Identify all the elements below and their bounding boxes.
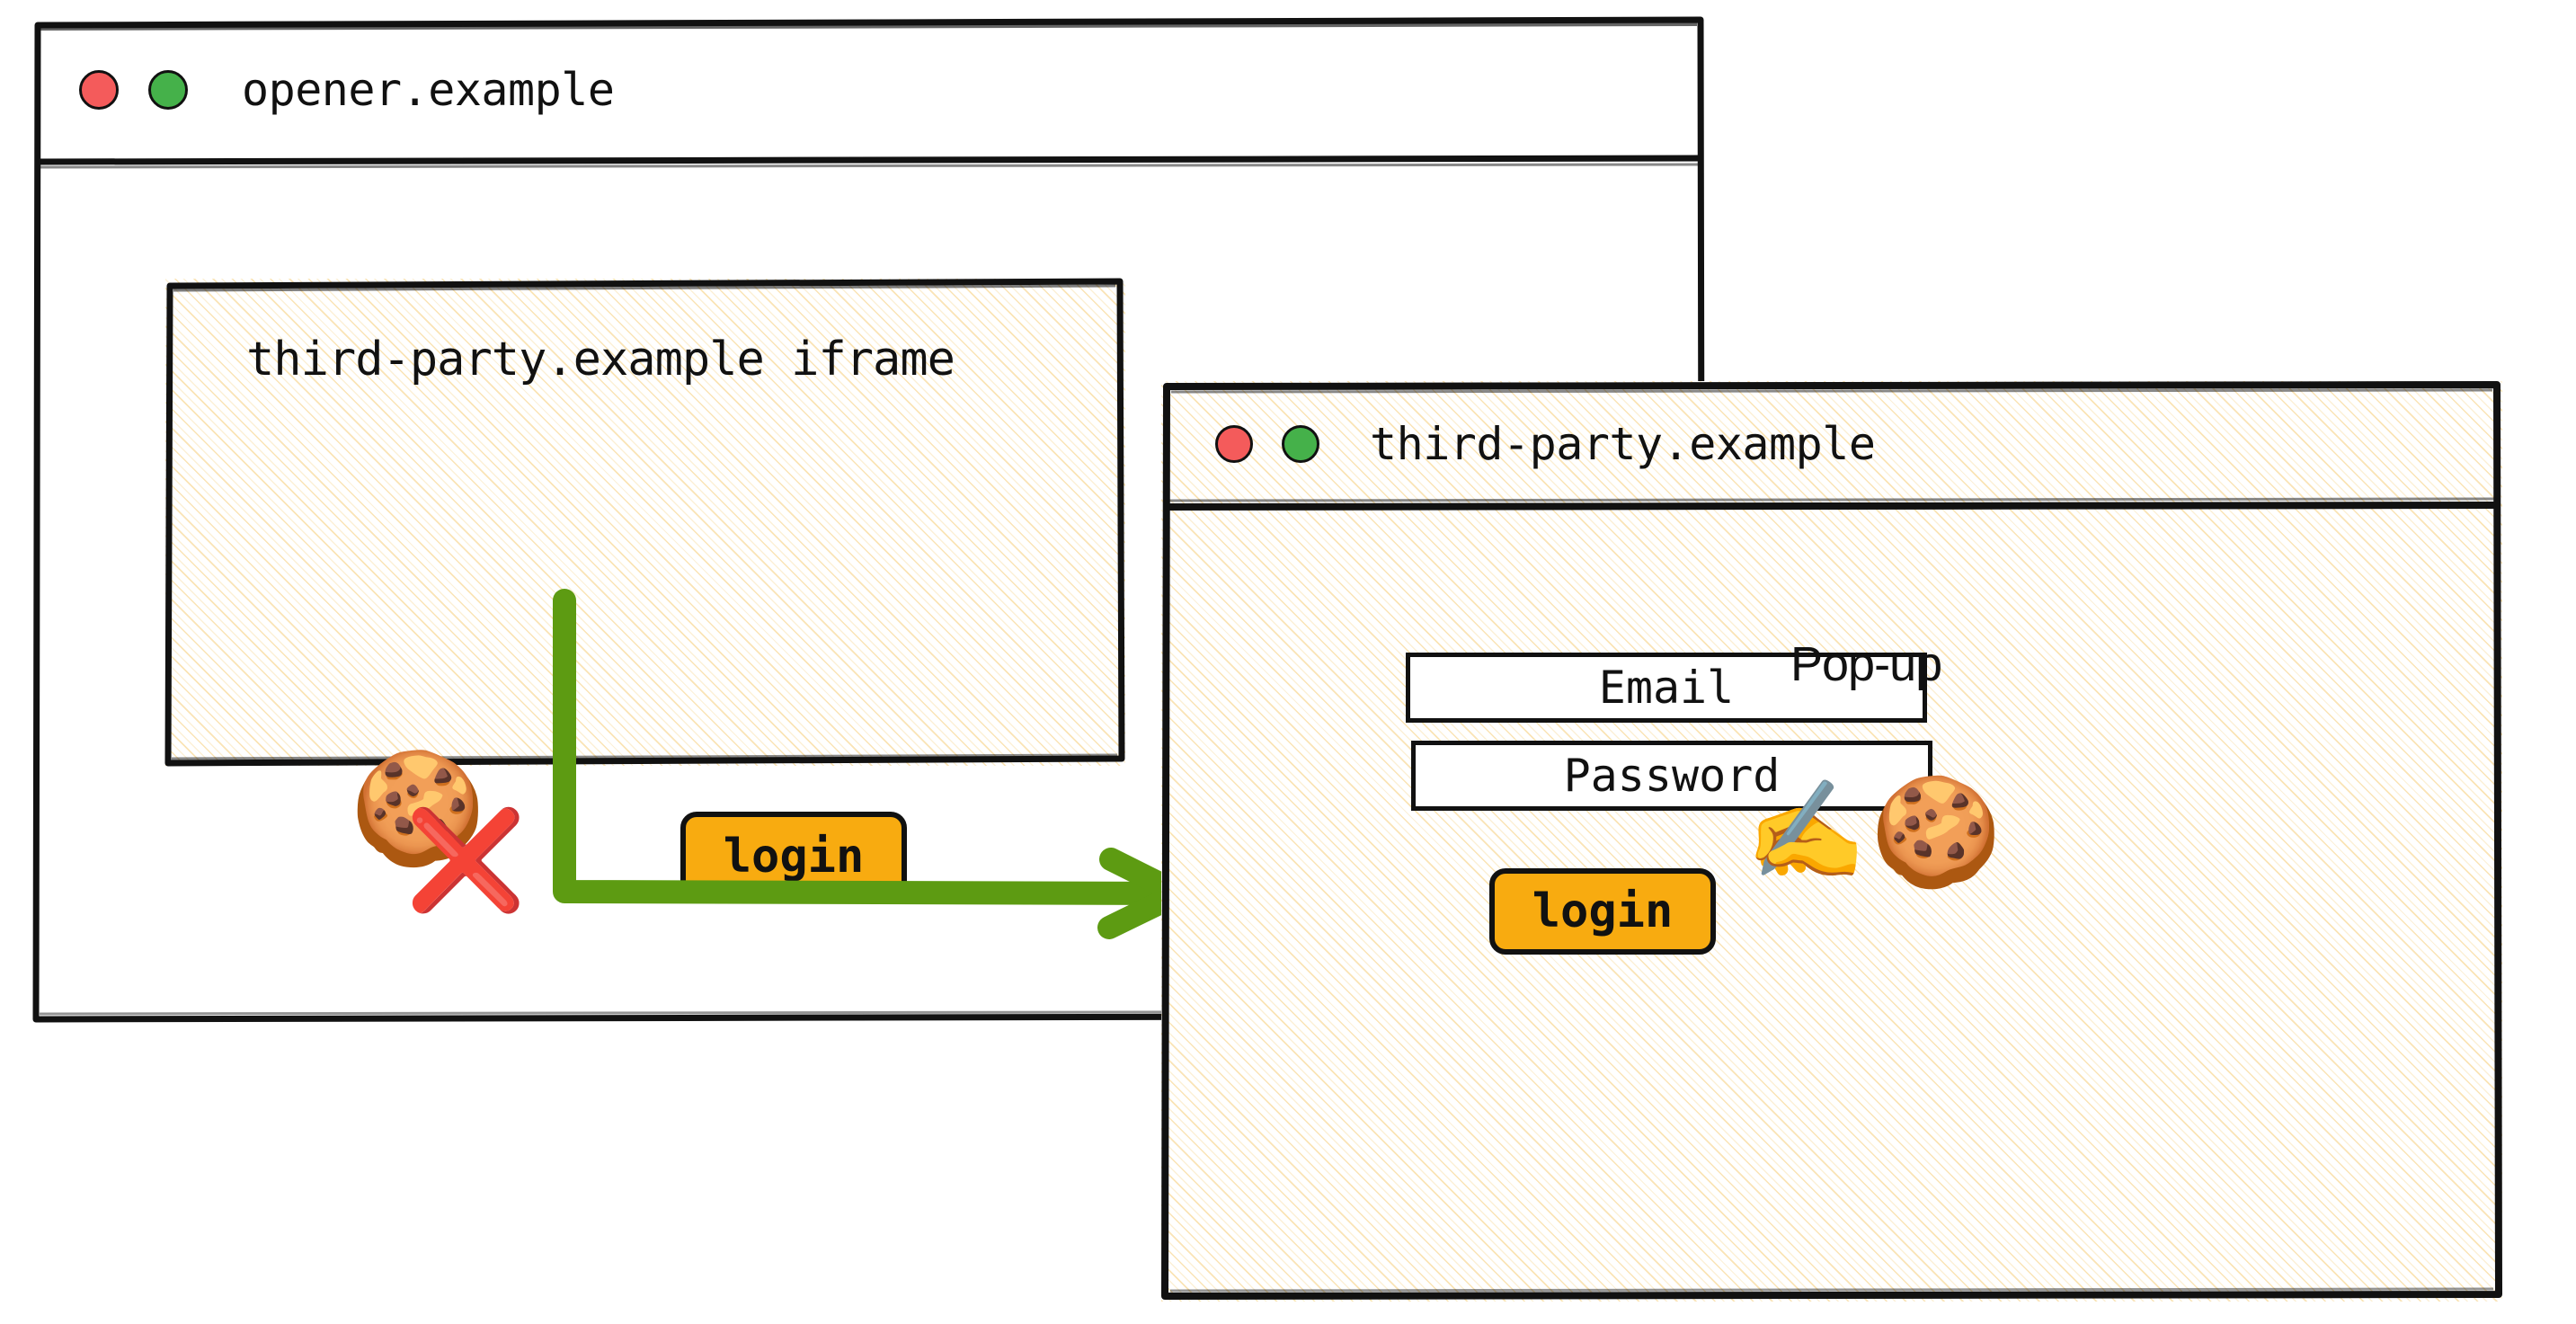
signin-sets-cookie-group: ✍️ 🍪 bbox=[1745, 778, 2002, 884]
password-field[interactable]: Password bbox=[1411, 741, 1932, 811]
popup-titlebar: third-party.example bbox=[1161, 381, 2502, 507]
maximize-dot-icon[interactable] bbox=[1282, 425, 1319, 463]
cookie-icon: 🍪 bbox=[1870, 769, 2003, 893]
third-party-iframe: third-party.example iframe 🍪 ❌ login bbox=[164, 278, 1125, 910]
popup-content-area: Email Password login Pop-up ✍️ 🍪 bbox=[1161, 509, 2502, 1302]
email-field[interactable]: Email bbox=[1406, 653, 1927, 723]
third-party-popup-window: third-party.example Email Password login… bbox=[1161, 381, 2502, 1302]
opener-window-title: opener.example bbox=[242, 64, 615, 116]
iframe-origin-label: third-party.example iframe bbox=[246, 333, 955, 387]
maximize-dot-icon[interactable] bbox=[148, 70, 188, 110]
cookie-icon: 🍪 bbox=[350, 744, 486, 872]
writing-hand-icon: ✍️ bbox=[1745, 775, 1867, 887]
popup-login-button[interactable]: login bbox=[1489, 868, 1716, 955]
popup-window-title: third-party.example bbox=[1370, 418, 1876, 470]
blocked-cookie-group: 🍪 ❌ bbox=[350, 753, 529, 933]
iframe-login-button[interactable]: login bbox=[680, 812, 907, 902]
cross-mark-icon: ❌ bbox=[405, 804, 527, 917]
opener-titlebar: opener.example bbox=[32, 16, 1706, 164]
close-dot-icon[interactable] bbox=[79, 70, 119, 110]
close-dot-icon[interactable] bbox=[1215, 425, 1253, 463]
popup-annotation-label: Pop-up bbox=[1790, 637, 1942, 691]
